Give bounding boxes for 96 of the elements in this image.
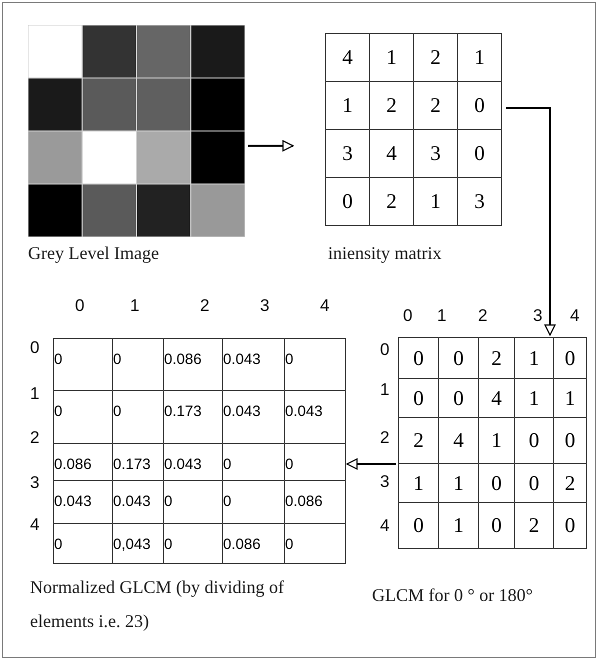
matrix-value: 0: [342, 189, 353, 213]
matrix-value: 1: [430, 189, 441, 213]
row-header: 4: [30, 515, 40, 535]
arrow: [248, 140, 294, 152]
matrix-value: 4: [342, 45, 353, 69]
matrix-value: 0: [54, 403, 62, 420]
row-header: 3: [380, 472, 390, 492]
matrix-value: 0: [114, 351, 122, 368]
column-header: 2: [200, 296, 210, 316]
matrix-value: 0.043: [224, 403, 261, 420]
matrix-value: 2: [491, 346, 502, 370]
row-header: 0: [30, 338, 40, 358]
row-header: 2: [30, 428, 40, 448]
matrix-value: 0.086: [54, 456, 92, 473]
matrix-value: 0: [453, 346, 464, 370]
matrix-value: 0: [491, 470, 502, 494]
matrix-value: 0: [286, 536, 294, 553]
matrix-value: 2: [430, 45, 441, 69]
matrix-value: 0: [528, 428, 540, 452]
column-header: 1: [437, 306, 446, 326]
matrix-value: 3: [474, 189, 485, 213]
matrix-value: 0: [114, 403, 122, 420]
row-header: 1: [380, 380, 390, 400]
matrix-value: 3: [430, 141, 441, 165]
matrix-value: 0: [491, 513, 502, 537]
matrix-value: 0: [413, 346, 424, 370]
matrix-value: 0: [286, 351, 294, 368]
matrix-value: 0: [474, 93, 485, 117]
matrix-value: 0: [286, 456, 294, 473]
matrix-value: 0: [54, 351, 62, 368]
matrix-value: 0.173: [114, 456, 151, 473]
matrix-value: 0: [413, 513, 424, 537]
matrix-value: 0: [564, 513, 576, 537]
matrix-value: 1: [342, 93, 353, 117]
matrix-value: 0.173: [164, 403, 202, 420]
matrix-value: 1: [564, 386, 576, 410]
column-header: 4: [320, 296, 330, 316]
matrix-value: 2: [386, 189, 397, 213]
matrix-value: 0.043: [54, 493, 92, 510]
matrix-value: 2: [528, 513, 540, 537]
matrix-value: 0.086: [224, 536, 261, 553]
matrix-value: 1: [453, 470, 464, 494]
matrix-value: 2: [564, 470, 576, 494]
matrix-table: [398, 337, 587, 549]
matrix-value: 1: [491, 428, 502, 452]
matrix-value: 0.043: [286, 403, 323, 420]
column-header: 3: [260, 296, 270, 316]
matrix-value: 0: [54, 536, 62, 553]
matrix-value: 0.086: [164, 351, 202, 368]
matrix-value: 0,043: [114, 536, 151, 553]
node-label: Grey Level Image: [28, 242, 160, 265]
arrow: [346, 458, 396, 470]
node-label: Normalized GLCM (by dividing of elements i.e. 23): [30, 576, 285, 633]
matrix-value: 2: [430, 93, 441, 117]
matrix-value: 4: [491, 386, 502, 410]
matrix-value: 1: [386, 45, 397, 69]
matrix-value: 2: [386, 93, 397, 117]
matrix-value: 0: [564, 346, 576, 370]
matrix-value: 0: [528, 470, 540, 494]
row-header: 4: [380, 516, 390, 536]
matrix-value: 0: [564, 428, 576, 452]
matrix-value: 4: [453, 428, 464, 452]
column-header: 2: [478, 306, 488, 326]
matrix-table: [325, 33, 502, 226]
column-header: 1: [130, 296, 140, 316]
matrix-value: 0.043: [114, 493, 151, 510]
matrix-value: 0: [453, 386, 464, 410]
matrix-value: 1: [474, 45, 485, 69]
row-header: 1: [30, 384, 40, 404]
column-header: 4: [570, 306, 580, 326]
matrix-value: 0: [224, 456, 232, 473]
matrix-value: 3: [342, 141, 353, 165]
arrow: [506, 107, 556, 336]
node-label: iniensity matrix: [328, 242, 442, 265]
matrix-value: 0.043: [164, 456, 202, 473]
node-label: GLCM for 0 ° or 180°: [372, 584, 534, 607]
matrix-value: 0: [164, 493, 172, 510]
matrix-value: 2: [413, 428, 424, 452]
matrix-value: 0: [413, 386, 424, 410]
column-header: 3: [533, 306, 542, 326]
column-header: 0: [75, 296, 84, 316]
matrix-table: [53, 338, 346, 564]
matrix-value: 0.086: [286, 493, 323, 510]
column-header: 0: [403, 306, 412, 326]
matrix-value: 0: [474, 141, 485, 165]
matrix-value: 1: [453, 513, 464, 537]
matrix-value: 1: [528, 386, 540, 410]
matrix-value: 1: [528, 346, 540, 370]
matrix-value: 0: [164, 536, 172, 553]
row-header: 0: [380, 340, 390, 360]
row-header: 3: [30, 473, 40, 493]
matrix-value: 1: [413, 470, 424, 494]
matrix-value: 0.043: [224, 351, 261, 368]
row-header: 2: [380, 428, 390, 448]
matrix-value: 0: [224, 493, 232, 510]
matrix-value: 4: [386, 141, 397, 165]
